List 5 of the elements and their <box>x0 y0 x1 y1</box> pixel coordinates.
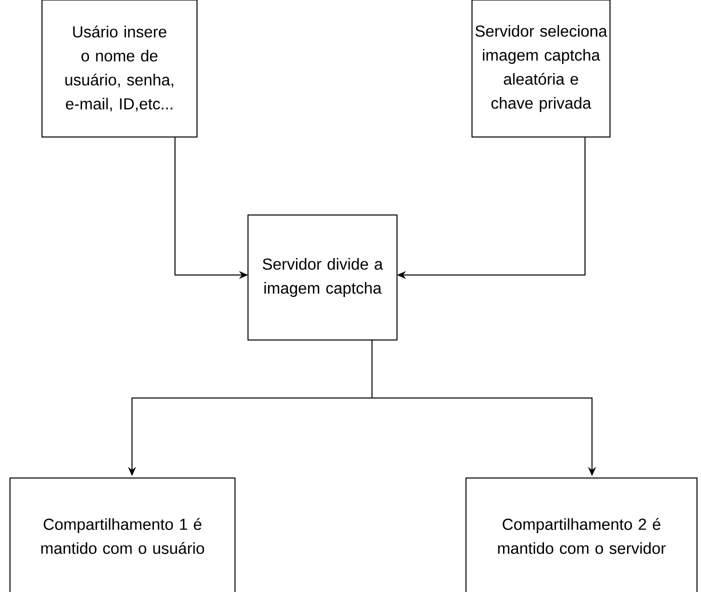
process-box: Compartilhamento 2 é mantido com o servidor <box>466 478 698 592</box>
process-box: Usário insere o nome de usuário, senha, e-mail, ID,etc... <box>42 0 198 138</box>
process-box: Compartilhamento 1 é mantido com o usuário <box>10 478 236 592</box>
process-box: Servidor divide a imagem captcha <box>248 214 398 340</box>
process-box: Servidor seleciona imagem captcha aleatória e chave privada <box>472 0 610 138</box>
